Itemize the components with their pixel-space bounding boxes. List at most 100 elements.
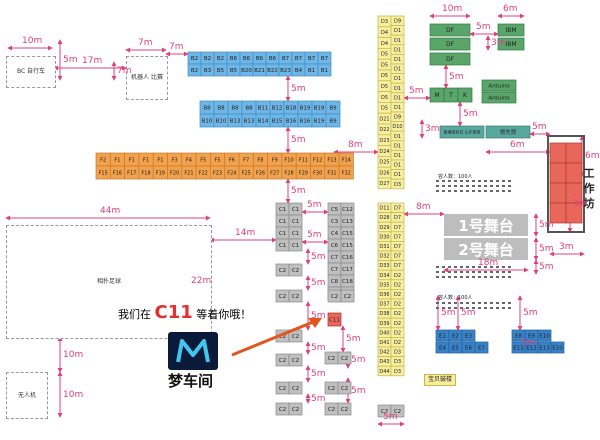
booth-arduino-2[interactable]: Arduino [481,91,517,104]
booth-d9[interactable]: D9 [390,111,405,122]
booth-b9[interactable]: B9 [325,100,341,115]
booth-f12[interactable]: F12 [310,152,326,167]
booth-c1[interactable]: C1 [275,238,290,252]
booth-e6[interactable]: E6 [461,341,476,354]
booth-c2-7[interactable]: C2 [324,381,339,395]
booth-e13[interactable]: E13 [537,341,552,354]
booth-b2[interactable]: B2 [213,51,228,65]
booth-f31[interactable]: F31 [324,165,340,180]
booth-d1[interactable]: D1 [390,150,405,161]
booth-d1[interactable]: D1 [390,169,405,180]
booth-df-1[interactable]: DF [429,23,471,37]
booth-b3[interactable]: B3 [200,63,215,77]
booth-d43[interactable]: D43 [377,356,392,367]
booth-f29[interactable]: F29 [295,165,311,180]
booth-c2-0[interactable]: C2 [275,263,290,277]
booth-d4[interactable]: D4 [377,37,392,49]
booth-d3[interactable]: D3 [377,15,392,28]
booth-b5[interactable]: B5 [213,63,228,77]
booth-f20[interactable]: F20 [167,165,183,180]
booth-d1[interactable]: D1 [390,73,405,84]
booth-b9[interactable]: B9 [325,113,341,128]
booth-f5[interactable]: F5 [210,152,226,167]
workshop-cell-0-2[interactable] [549,182,567,204]
booth-f1[interactable]: F1 [152,152,168,167]
booth-c7[interactable]: C7 [327,250,342,264]
booth-d26[interactable]: D26 [377,166,392,179]
booth-c2-1[interactable]: C2 [275,289,290,303]
booth-b2[interactable]: B2 [187,63,202,77]
booth-f16[interactable]: F16 [109,165,125,180]
booth-c6[interactable]: C6 [327,238,342,252]
booth-d5[interactable]: D5 [377,58,392,71]
booth-school[interactable]: 黄埔某科技 山中某某 [439,125,485,139]
booth-f22[interactable]: F22 [195,165,211,180]
booth-c15[interactable]: C15 [340,238,355,252]
booth-d1[interactable]: D1 [390,63,405,74]
booth-c2b-5[interactable]: C2 [288,402,303,416]
booth-d10[interactable]: D10 [390,121,405,132]
booth-b6[interactable]: B6 [265,51,280,65]
booth-f30[interactable]: F30 [310,165,326,180]
booth-c1[interactable]: C1 [275,226,290,240]
booth-f4[interactable]: F4 [181,152,197,167]
booth-c1[interactable]: C1 [275,214,290,228]
booth-d36[interactable]: D36 [377,289,392,300]
booth-d22[interactable]: D22 [377,123,392,136]
booth-d34[interactable]: D34 [377,269,392,281]
booth-f8[interactable]: F8 [252,152,268,167]
stage-1[interactable]: 1号舞台 [444,214,528,236]
booth-f9[interactable]: F9 [267,152,283,167]
booth-b19[interactable]: B19 [311,100,327,115]
booth-e7[interactable]: E7 [474,341,489,354]
booth-c13[interactable]: C13 [340,214,355,228]
booth-d28[interactable]: D28 [377,212,392,223]
booth-f18[interactable]: F18 [138,165,154,180]
sumo-soccer-zone[interactable]: 相扑足球 [6,225,212,339]
workshop-cell-1-0[interactable] [565,142,583,164]
booth-d35[interactable]: D35 [377,279,392,290]
booth-e5[interactable]: E5 [448,341,463,354]
booth-f19[interactable]: F19 [152,165,168,180]
booth-c11[interactable]: C11 [327,312,342,327]
booth-d1[interactable]: D1 [390,54,405,65]
booth-b6[interactable]: B6 [226,51,241,65]
booth-c8[interactable]: C8 [327,274,342,288]
booth-b13[interactable]: B13 [241,113,257,128]
booth-d7[interactable]: D7 [390,221,405,233]
booth-d42[interactable]: D42 [377,346,392,357]
booth-d3[interactable]: D3 [390,356,405,367]
booth-f14[interactable]: F14 [338,152,354,167]
booth-c1[interactable]: C1 [288,238,303,252]
booth-d23[interactable]: D23 [377,134,392,146]
booth-b7[interactable]: B7 [278,51,293,65]
booth-f1[interactable]: F1 [109,152,125,167]
booth-f26[interactable]: F26 [252,165,268,180]
booth-d1[interactable]: D1 [390,44,405,55]
booth-c2-3[interactable]: C2 [275,353,290,367]
booth-b18[interactable]: B18 [283,100,299,115]
booth-f2[interactable]: F2 [95,152,111,167]
booth-d1[interactable]: D1 [390,34,405,46]
booth-c17[interactable]: C17 [340,262,355,276]
booth-d30[interactable]: D30 [377,231,392,242]
booth-d3[interactable]: D3 [390,178,405,190]
booth-c1[interactable]: C1 [288,214,303,228]
booth-d24[interactable]: D24 [377,145,392,157]
booth-f32[interactable]: F32 [338,165,354,180]
booth-f3[interactable]: F3 [167,152,183,167]
booth-d2[interactable]: D2 [390,289,405,300]
booth-f1[interactable]: F1 [138,152,154,167]
booth-arduino-1[interactable]: Arduino [481,79,517,92]
booth-b20[interactable]: B20 [239,63,254,77]
booth-d25[interactable]: D25 [377,156,392,168]
booth-c2b-7[interactable]: C2 [337,381,352,395]
booth-d7[interactable]: D7 [390,260,405,271]
booth-f13[interactable]: F13 [324,152,340,167]
booth-c2b-1[interactable]: C2 [288,289,303,303]
booth-c2b-6[interactable]: C2 [337,351,352,365]
booth-d2[interactable]: D2 [390,279,405,290]
drone-zone[interactable]: 无人机 [6,372,48,419]
booth-f15[interactable]: F15 [95,165,111,180]
booth-c1[interactable]: C1 [288,226,303,240]
